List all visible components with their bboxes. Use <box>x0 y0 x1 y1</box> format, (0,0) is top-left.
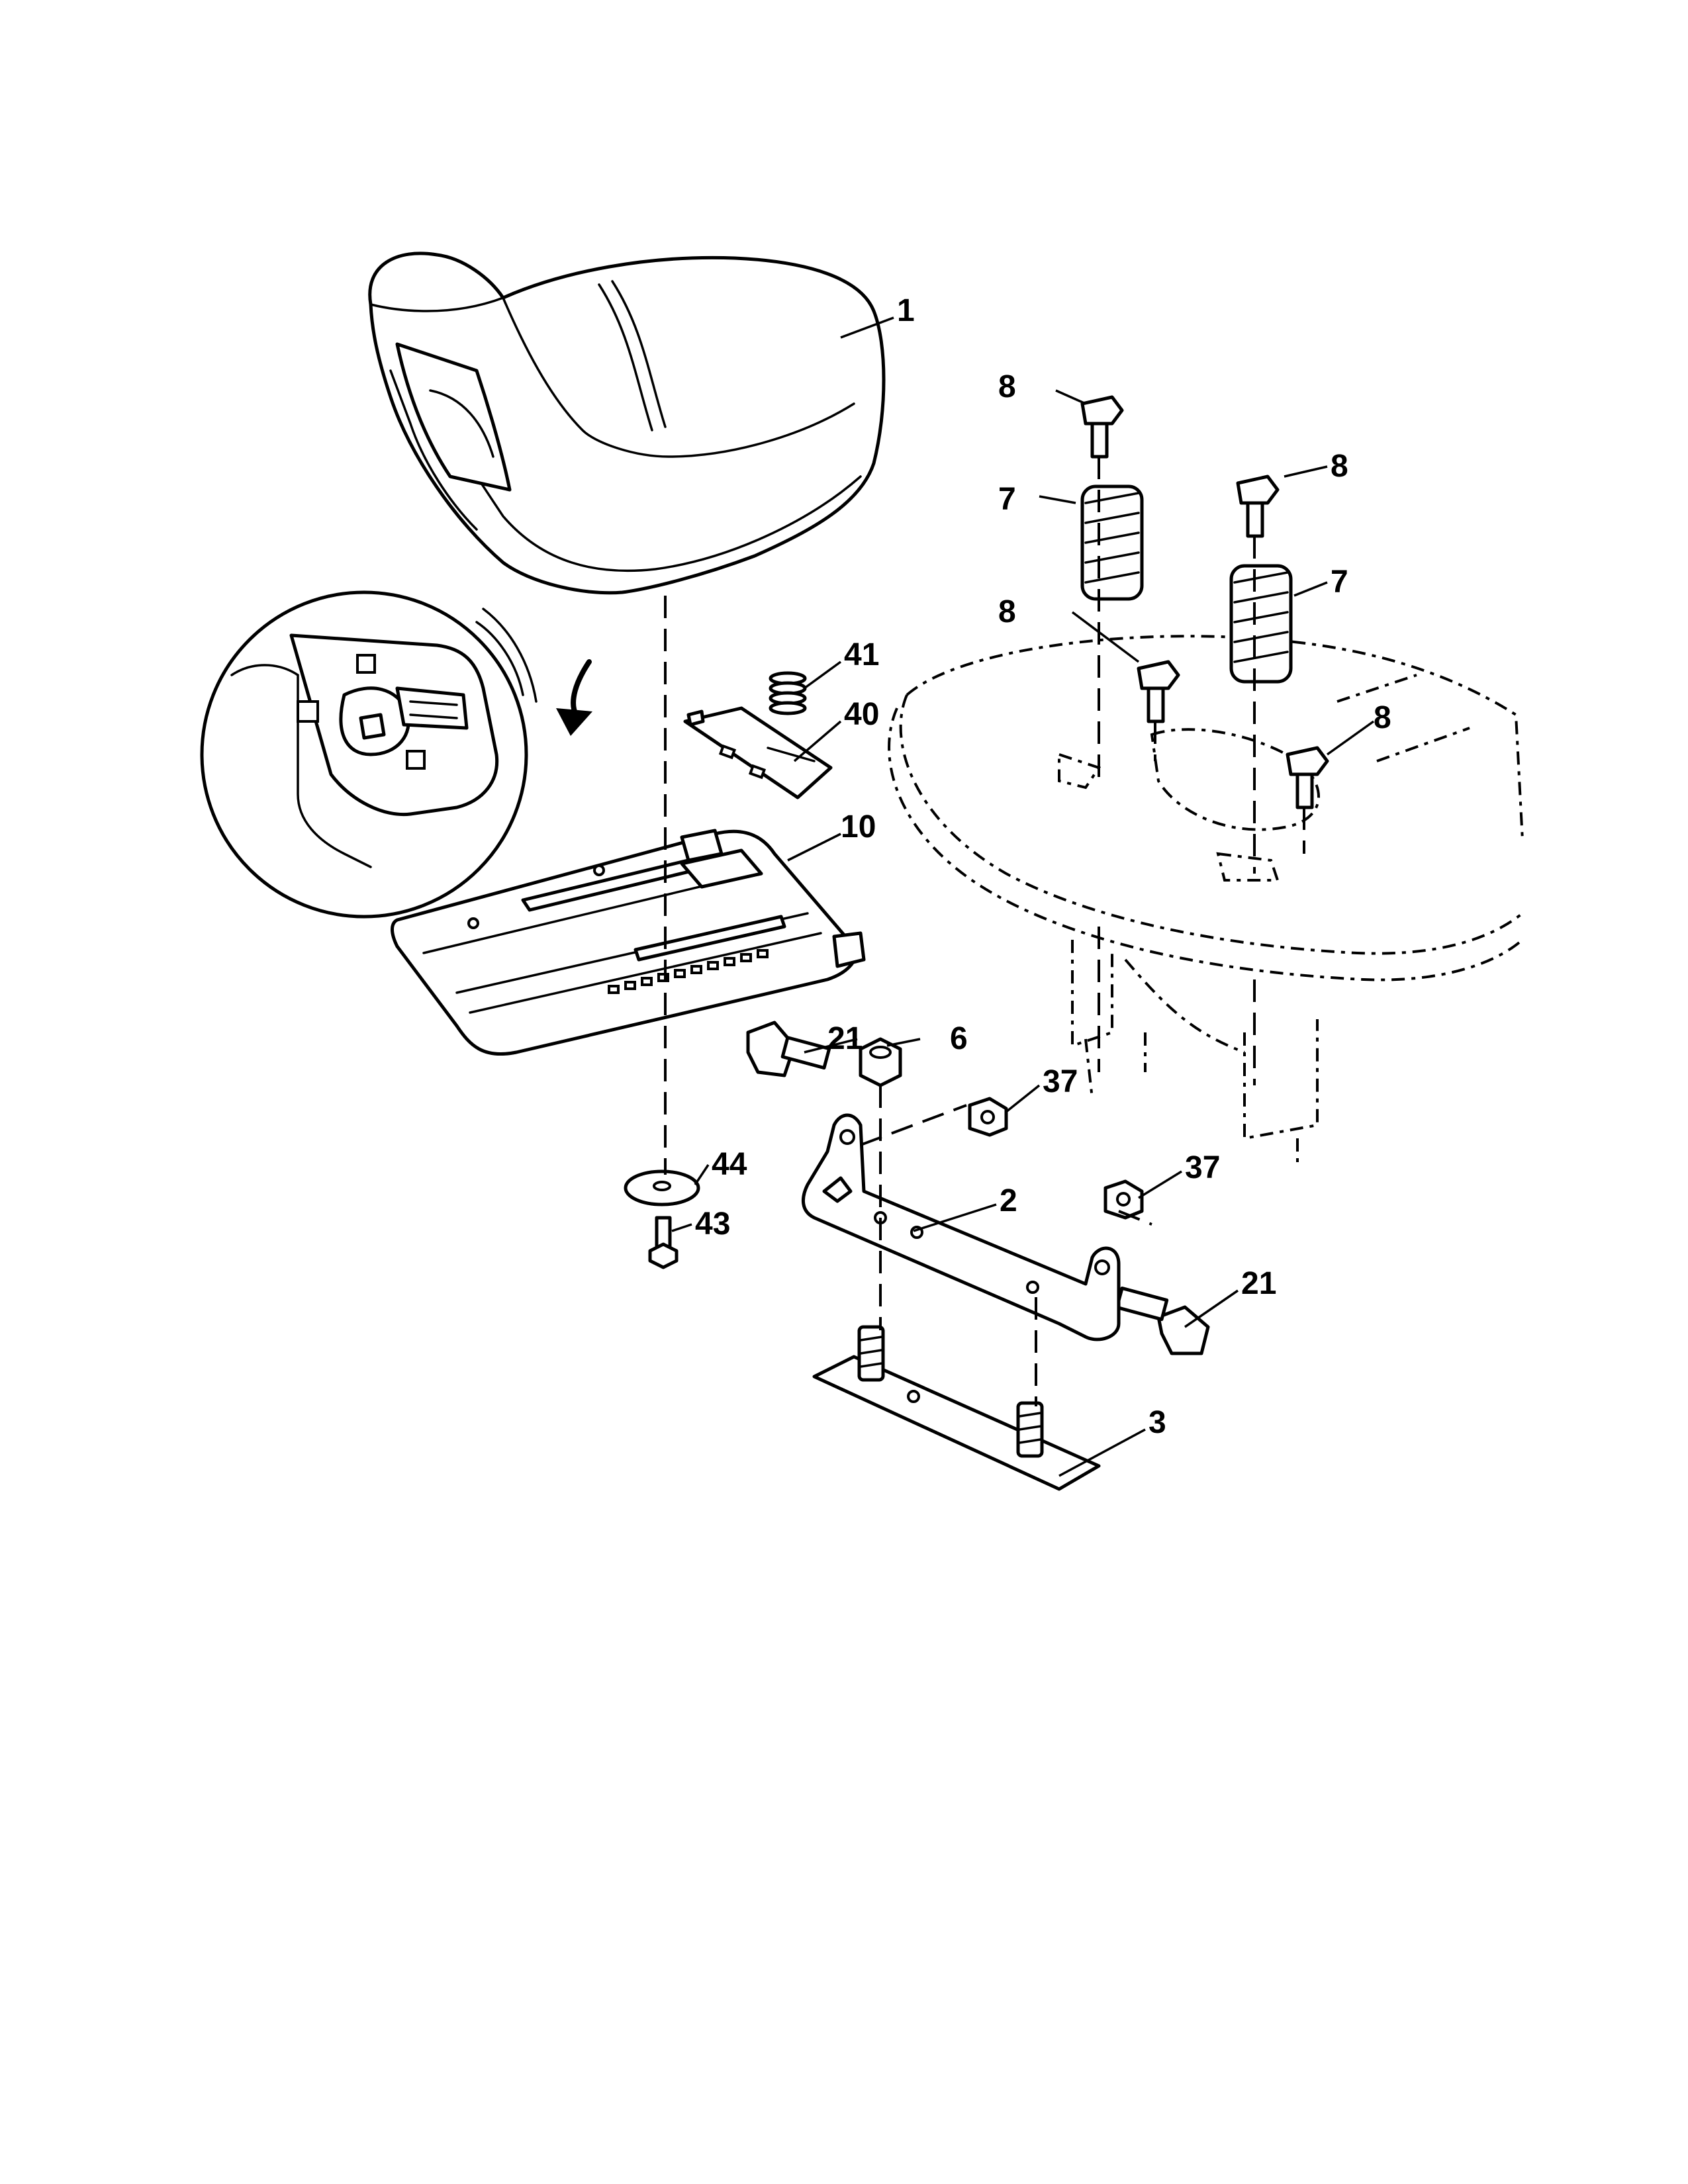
callout-screw: 43 <box>695 1206 730 1242</box>
bolt-top-right <box>1236 475 1280 538</box>
callout-bolt-d: 8 <box>1374 700 1391 735</box>
callout-spring-a: 7 <box>998 482 1016 517</box>
bolt-mid-left <box>1137 660 1180 723</box>
bolt-mid-right <box>1286 746 1329 809</box>
frame-outline <box>888 635 1524 1165</box>
detail-view <box>200 590 592 919</box>
callout-seat-plate: 3 <box>1149 1405 1166 1440</box>
callout-labels: 1 8 8 8 8 7 7 41 40 10 21 21 6 37 37 44 … <box>695 293 1391 1440</box>
washer <box>624 1169 700 1206</box>
callout-latch-bracket: 40 <box>844 697 879 732</box>
callout-seat: 1 <box>897 293 915 328</box>
callout-hex-nut-a: 37 <box>1043 1064 1078 1099</box>
seat-plate <box>812 1325 1101 1491</box>
assembly-lines <box>664 457 1305 1406</box>
callout-shoulder-bolt-b: 21 <box>1241 1266 1276 1301</box>
callout-spring-b: 7 <box>1331 565 1348 600</box>
pivot-bracket <box>801 1113 1121 1342</box>
callout-bolt-b: 8 <box>1331 449 1348 484</box>
callout-washer: 44 <box>712 1147 747 1182</box>
spring-left <box>1080 484 1144 601</box>
callout-bolt-c: 8 <box>998 594 1016 629</box>
nut-6 <box>859 1037 902 1087</box>
callout-shoulder-bolt-a: 21 <box>827 1021 863 1056</box>
latch-bracket <box>683 706 833 799</box>
small-spring <box>769 671 807 715</box>
slot-row <box>608 949 769 994</box>
spring-right <box>1229 564 1293 684</box>
nut-37-upper <box>968 1097 1008 1137</box>
nut-37-lower <box>1103 1179 1144 1220</box>
leader-lines <box>671 316 1375 1477</box>
screw <box>648 1216 679 1269</box>
bolt-top-left <box>1080 395 1124 459</box>
callout-bolt-a: 8 <box>998 369 1016 404</box>
callout-nut: 6 <box>950 1021 968 1056</box>
callout-pivot-bracket: 2 <box>1000 1183 1017 1218</box>
callout-small-spring: 41 <box>844 637 879 672</box>
callout-seat-pan: 10 <box>841 809 876 844</box>
seat-pan <box>391 829 866 1056</box>
seat <box>368 251 886 595</box>
callout-hex-nut-b: 37 <box>1185 1150 1220 1185</box>
